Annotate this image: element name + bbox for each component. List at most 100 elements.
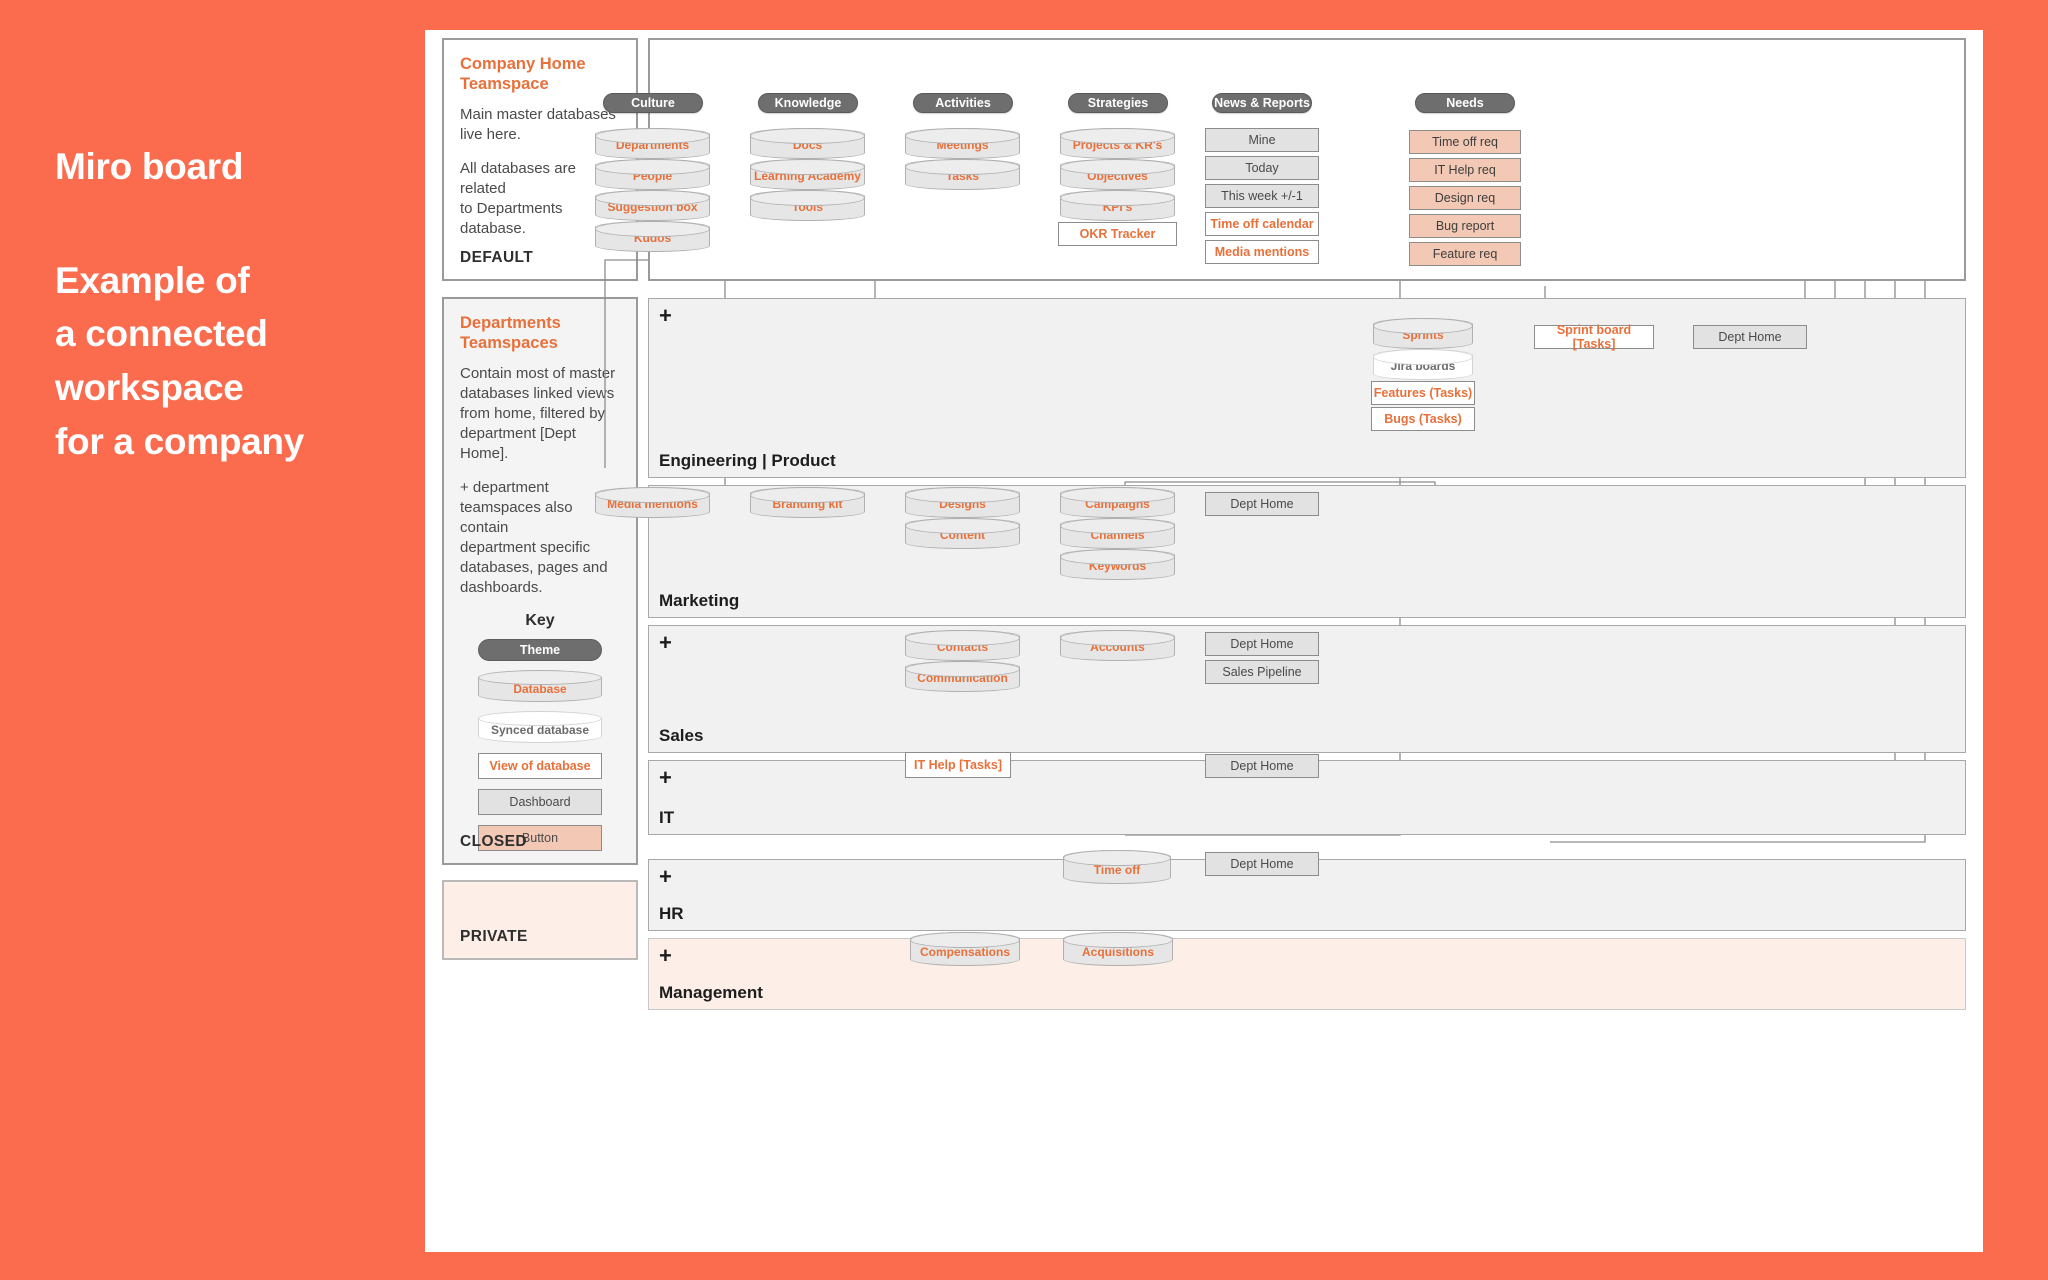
card-footer-private: PRIVATE [460,928,528,945]
database-keywords[interactable]: Keywords [1059,548,1176,580]
intro-subtitle-line-3: workspace [55,366,244,408]
database-branding-kit[interactable]: Branding kit [749,486,866,518]
dashboard-dept-home-it[interactable]: Dept Home [1205,754,1319,778]
dashboard-mine[interactable]: Mine [1205,128,1319,152]
theme-strategies[interactable]: Strategies [1068,93,1168,113]
card-title-line-2: Teamspace [460,75,549,94]
button-feature-req[interactable]: Feature req [1409,242,1521,266]
button-bug-report[interactable]: Bug report [1409,214,1521,238]
view-it-help-tasks[interactable]: IT Help [Tasks] [905,752,1011,778]
database-departments[interactable]: Departments [594,127,711,159]
intro-subtitle-line-1: Example of [55,259,250,301]
theme-needs[interactable]: Needs [1415,93,1515,113]
database-objectives[interactable]: Objectives [1059,158,1176,190]
key-item-theme: Theme [478,638,602,661]
database-learning-academy[interactable]: Learning Academy [749,158,866,190]
view-bugs-tasks[interactable]: Bugs (Tasks) [1371,407,1475,431]
database-meetings[interactable]: Meetings [904,127,1021,159]
card-title: Company Home Teamspace [460,54,620,94]
database-communication[interactable]: Communication [904,660,1021,692]
button-design-req[interactable]: Design req [1409,186,1521,210]
synced-jira-boards[interactable]: Jira boards [1372,348,1474,380]
legend-button-shape: Button [478,824,602,851]
intro-subtitle-line-2: a connected [55,313,268,355]
intro-panel: Miro board Example of a connected worksp… [0,0,425,1280]
database-suggestion-box[interactable]: Suggestion box [594,189,711,221]
key-item-view: View of database [478,752,602,779]
miro-board-canvas[interactable]: Company Home Teamspace Main master datab… [425,30,1983,1252]
view-media-mentions[interactable]: Media mentions [1205,240,1319,264]
database-people[interactable]: People [594,158,711,190]
view-features-tasks[interactable]: Features (Tasks) [1371,381,1475,405]
card-body-2: + department teamspaces also contain dep… [460,478,608,596]
card-private-teamspace[interactable]: PRIVATE [442,880,638,960]
database-media-mentions[interactable]: Media mentions [594,486,711,518]
legend-database-shape: Database [477,670,603,702]
database-docs[interactable]: Docs [749,127,866,159]
add-page-plus-icon[interactable]: + [659,630,672,655]
dashboard-dept-home-engineering[interactable]: Dept Home [1693,325,1807,349]
dashboard-sales-pipeline[interactable]: Sales Pipeline [1205,660,1319,684]
dashboard-this-week[interactable]: This week +/-1 [1205,184,1319,208]
dashboard-dept-home-sales[interactable]: Dept Home [1205,632,1319,656]
theme-knowledge[interactable]: Knowledge [758,93,858,113]
legend-theme-shape: Theme [478,638,602,661]
legend-synced-database-shape: Synced database [477,711,603,743]
legend-view-shape: View of database [478,752,602,779]
panel-label-management: Management [659,983,763,1002]
intro-subtitle-line-4: for a company [55,420,304,462]
database-channels[interactable]: Channels [1059,517,1176,549]
legend-dashboard-shape: Dashboard [478,788,602,815]
key-legend-title: Key [525,611,555,629]
panel-label-marketing: Marketing [659,591,740,610]
database-time-off[interactable]: Time off [1062,849,1172,884]
database-compensations[interactable]: Compensations [909,931,1021,966]
add-page-plus-icon[interactable]: + [659,864,672,889]
dashboard-dept-home-marketing[interactable]: Dept Home [1205,492,1319,516]
card-footer-closed: CLOSED [460,833,527,850]
theme-news-reports[interactable]: News & Reports [1212,93,1312,113]
key-item-button: Button [478,824,602,851]
button-time-off-req[interactable]: Time off req [1409,130,1521,154]
database-designs[interactable]: Designs [904,486,1021,518]
panel-label-hr: HR [659,904,684,923]
dashboard-today[interactable]: Today [1205,156,1319,180]
database-sprints[interactable]: Sprints [1372,317,1474,349]
database-tools[interactable]: Tools [749,189,866,221]
card-footer-default: DEFAULT [460,249,534,266]
card-title-line-1: Departments [460,314,561,332]
panel-management[interactable]: + Management [648,938,1966,1010]
database-acquisitions[interactable]: Acquisitions [1062,931,1174,966]
database-tasks[interactable]: Tasks [904,158,1021,190]
card-title-line-1: Company Home [460,55,586,73]
database-contacts[interactable]: Contacts [904,629,1021,661]
key-item-dashboard: Dashboard [478,788,602,815]
database-campaigns[interactable]: Campaigns [1059,486,1176,518]
button-it-help-req[interactable]: IT Help req [1409,158,1521,182]
add-page-plus-icon[interactable]: + [659,303,672,328]
panel-label-engineering-product: Engineering | Product [659,451,836,470]
intro-title: Miro board [55,146,244,187]
view-okr-tracker[interactable]: OKR Tracker [1058,222,1177,246]
theme-culture[interactable]: Culture [603,93,703,113]
intro-spacer [55,194,425,254]
card-company-home-teamspace[interactable]: Company Home Teamspace Main master datab… [442,38,638,281]
database-kudos[interactable]: Kudos [594,220,711,252]
theme-activities[interactable]: Activities [913,93,1013,113]
database-content[interactable]: Content [904,517,1021,549]
card-body-1: Main master databases live here. [460,106,616,144]
database-projects-krs[interactable]: Projects & KR's [1059,127,1176,159]
key-item-synced-database: Synced database [477,711,603,743]
database-kpis[interactable]: KPI's [1059,189,1176,221]
card-title: Departments Teamspaces [460,313,620,353]
dashboard-dept-home-hr[interactable]: Dept Home [1205,852,1319,876]
card-title-line-2: Teamspaces [460,334,558,353]
add-page-plus-icon[interactable]: + [659,943,672,968]
add-page-plus-icon[interactable]: + [659,765,672,790]
view-time-off-calendar[interactable]: Time off calendar [1205,212,1319,236]
diagram-area: Culture Knowledge Activities Strategies … [425,30,1983,1252]
view-sprint-board-tasks[interactable]: Sprint board [Tasks] [1534,323,1654,351]
card-body-1: Contain most of master databases linked … [460,365,616,462]
database-accounts[interactable]: Accounts [1059,629,1176,661]
card-body-2: All databases are related to Departments… [460,160,576,237]
